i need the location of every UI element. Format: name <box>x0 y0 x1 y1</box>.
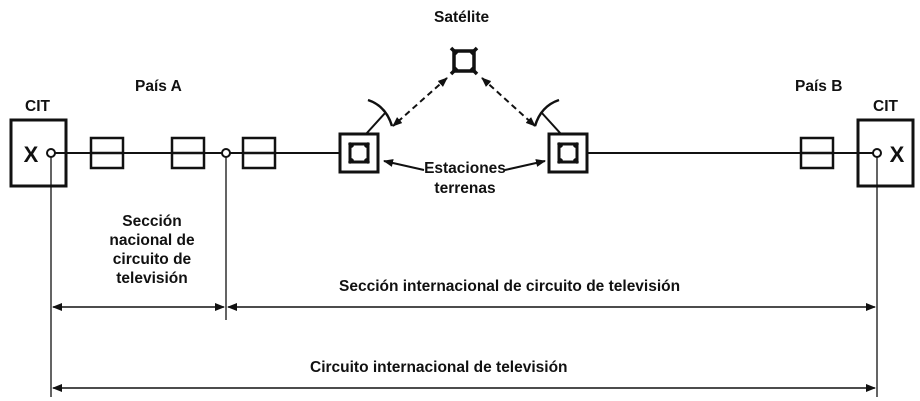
extent-lines <box>50 157 878 397</box>
country-b-label: País B <box>795 78 843 95</box>
dish-antenna-icon <box>533 98 560 127</box>
uplink-right <box>481 77 536 127</box>
dimension-arrows <box>52 303 876 392</box>
country-a-label: País A <box>135 78 182 95</box>
national-section-label: Sección nacional de circuito de televisi… <box>92 212 212 288</box>
national-section-line4: televisión <box>116 270 188 287</box>
international-circuit-label: Circuito internacional de televisión <box>310 359 568 376</box>
terminal-point <box>872 148 882 158</box>
repeater-box <box>241 136 277 170</box>
repeater-box <box>170 136 206 170</box>
cit-right-box: X <box>856 118 915 188</box>
earth-stations-line2: terrenas <box>434 180 496 197</box>
satellite-icon <box>449 46 479 76</box>
earth-station-left <box>338 98 394 174</box>
repeater-box <box>89 136 125 170</box>
earth-stations-label: Estaciones terrenas <box>405 159 525 199</box>
cit-right-label: CIT <box>873 98 898 115</box>
earth-station-pointers <box>383 159 546 171</box>
switch-x-icon: X <box>890 142 905 167</box>
international-section-label: Sección internacional de circuito de tel… <box>339 278 681 295</box>
national-section-line2: nacional de <box>109 232 195 249</box>
cit-left-label: CIT <box>25 98 50 115</box>
repeater-box <box>799 136 835 170</box>
section-junction-point <box>221 148 231 158</box>
satellite-links <box>392 77 536 127</box>
repeater-boxes <box>89 136 835 170</box>
dish-antenna-icon <box>367 98 394 127</box>
switch-x-icon: X <box>24 142 39 167</box>
satellite-label: Satélite <box>434 9 490 26</box>
earth-stations-line1: Estaciones <box>424 160 506 177</box>
terminal-point <box>46 148 56 158</box>
national-section-line3: circuito de <box>112 251 192 268</box>
uplink-left <box>392 77 448 127</box>
earth-station-right <box>533 98 589 174</box>
national-section-line1: Sección <box>122 213 182 230</box>
